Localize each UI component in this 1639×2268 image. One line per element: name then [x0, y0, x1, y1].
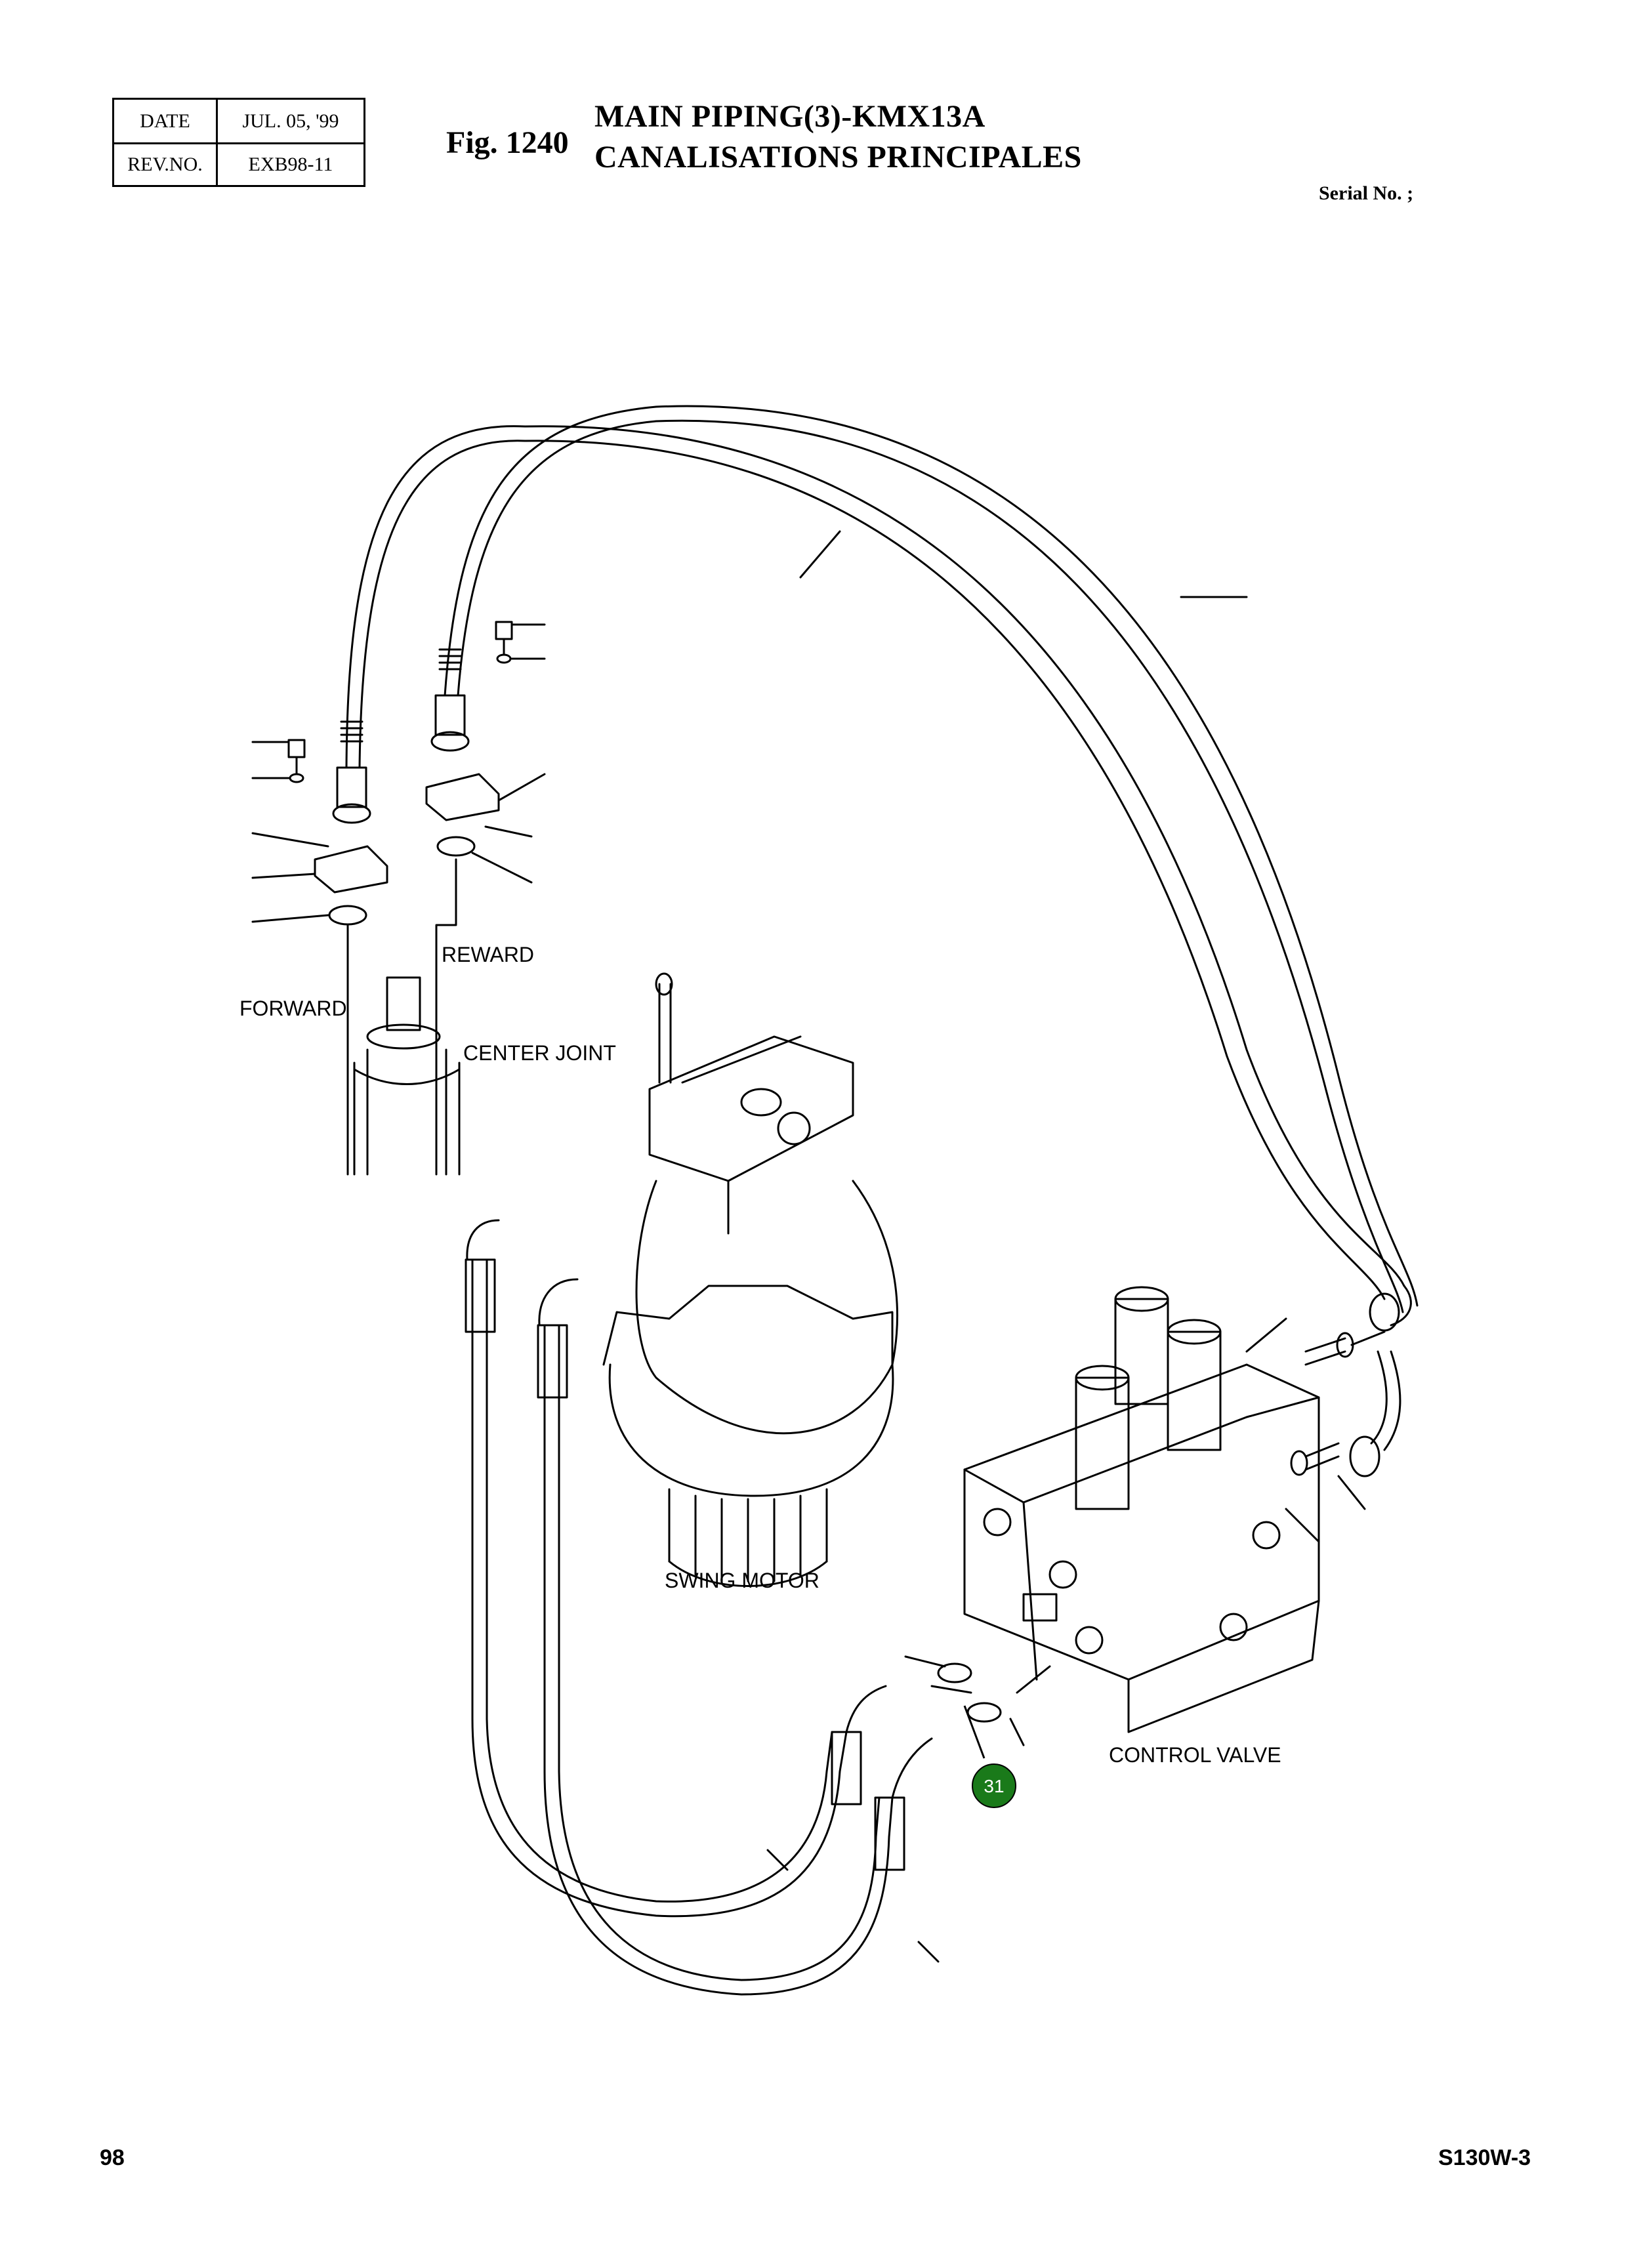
page-title: MAIN PIPING(3)-KMX13A: [594, 99, 985, 134]
callout-circle[interactable]: [972, 1763, 1016, 1808]
date-value: JUL. 05, '99: [242, 110, 339, 132]
revision-label: REV.NO.: [114, 143, 218, 186]
lower-hose-pair: [465, 1219, 1002, 1996]
date-label: DATE: [114, 100, 218, 142]
revision-value: EXB98-11: [248, 153, 333, 175]
figure-number: Fig. 1240: [446, 125, 569, 160]
part-callout-31[interactable]: 31: [963, 1705, 1016, 1808]
forward-label: FORWARD: [239, 997, 347, 1020]
center-joint-label: CENTER JOINT: [463, 1041, 616, 1065]
swing-motor: [602, 972, 898, 1587]
page-number: 98: [100, 2145, 125, 2170]
revision-table: DATE JUL. 05, '99 REV.NO. EXB98-11: [112, 98, 365, 187]
control-valve: [904, 1286, 1386, 1746]
reward-label: REWARD: [442, 943, 534, 966]
callout-number[interactable]: 31: [984, 1776, 1004, 1796]
page-subtitle: CANALISATIONS PRINCIPALES: [594, 140, 1082, 175]
date-row: DATE JUL. 05, '99: [114, 100, 363, 144]
revision-row: REV.NO. EXB98-11: [114, 143, 363, 186]
control-valve-label: CONTROL VALVE: [1109, 1743, 1281, 1767]
swing-motor-label: SWING MOTOR: [665, 1569, 820, 1592]
serial-number: Serial No. ;: [1319, 182, 1414, 204]
center-joint-flanges: [251, 621, 546, 1176]
upper-hose-pair: [332, 405, 1419, 1477]
model-number: S130W-3: [1438, 2145, 1531, 2170]
